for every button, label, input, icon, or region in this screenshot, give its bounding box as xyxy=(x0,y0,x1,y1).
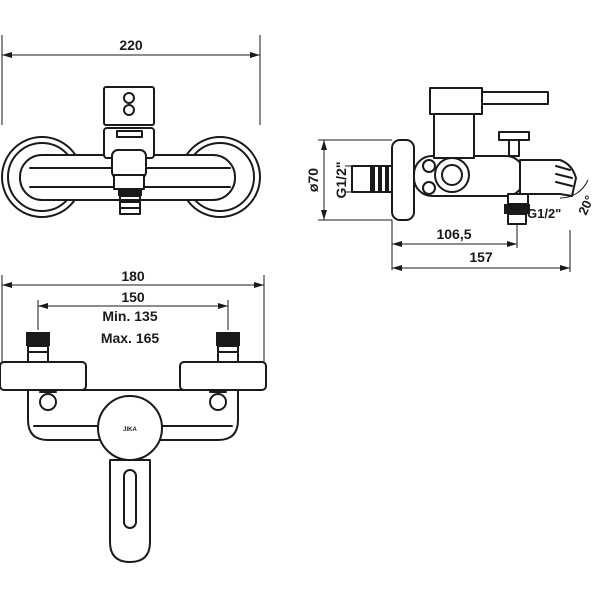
min-label: Min. 135 xyxy=(102,308,157,324)
handle-indicator-icon xyxy=(123,92,135,104)
outlet-thread-label: G1/2" xyxy=(527,206,561,221)
overall-label: 180 xyxy=(121,268,145,284)
depth-label: 157 xyxy=(469,249,493,265)
outlet-thread xyxy=(118,188,142,196)
side-view: ø70 G1/2" G1/2" 20° xyxy=(305,87,597,272)
shower-outlet-thread xyxy=(504,204,530,214)
cartridge-housing xyxy=(434,157,470,193)
centers-dimension: 150 xyxy=(37,289,229,330)
centers-label: 150 xyxy=(121,289,145,305)
width-label: 220 xyxy=(119,37,143,53)
diameter-label: ø70 xyxy=(305,168,321,192)
max-label: Max. 165 xyxy=(101,330,160,346)
diameter-dimension: ø70 G1/2" xyxy=(305,139,392,221)
angle-label: 20° xyxy=(575,193,597,217)
depth-dimension: 157 xyxy=(392,230,571,272)
front-view: 220 xyxy=(1,35,261,218)
side-lever xyxy=(429,87,483,115)
diverter-knob xyxy=(498,131,530,141)
right-connector-thread xyxy=(216,332,240,346)
right-rose-plate xyxy=(179,361,267,391)
width-dimension: 220 xyxy=(1,35,261,125)
brand-logo: JIKA xyxy=(123,427,137,433)
inlet-thread-label: G1/2" xyxy=(333,162,349,199)
inlet-thread xyxy=(370,166,375,192)
wall-plate xyxy=(391,139,415,221)
left-connector-thread xyxy=(26,332,50,346)
outlet-distance-label: 106,5 xyxy=(436,226,471,242)
outlet-distance-dimension: 106,5 xyxy=(391,220,518,270)
spout xyxy=(519,159,577,197)
top-view: 180 150 Min. 135 Max. 165 xyxy=(0,268,267,563)
left-rose-plate xyxy=(0,361,87,391)
